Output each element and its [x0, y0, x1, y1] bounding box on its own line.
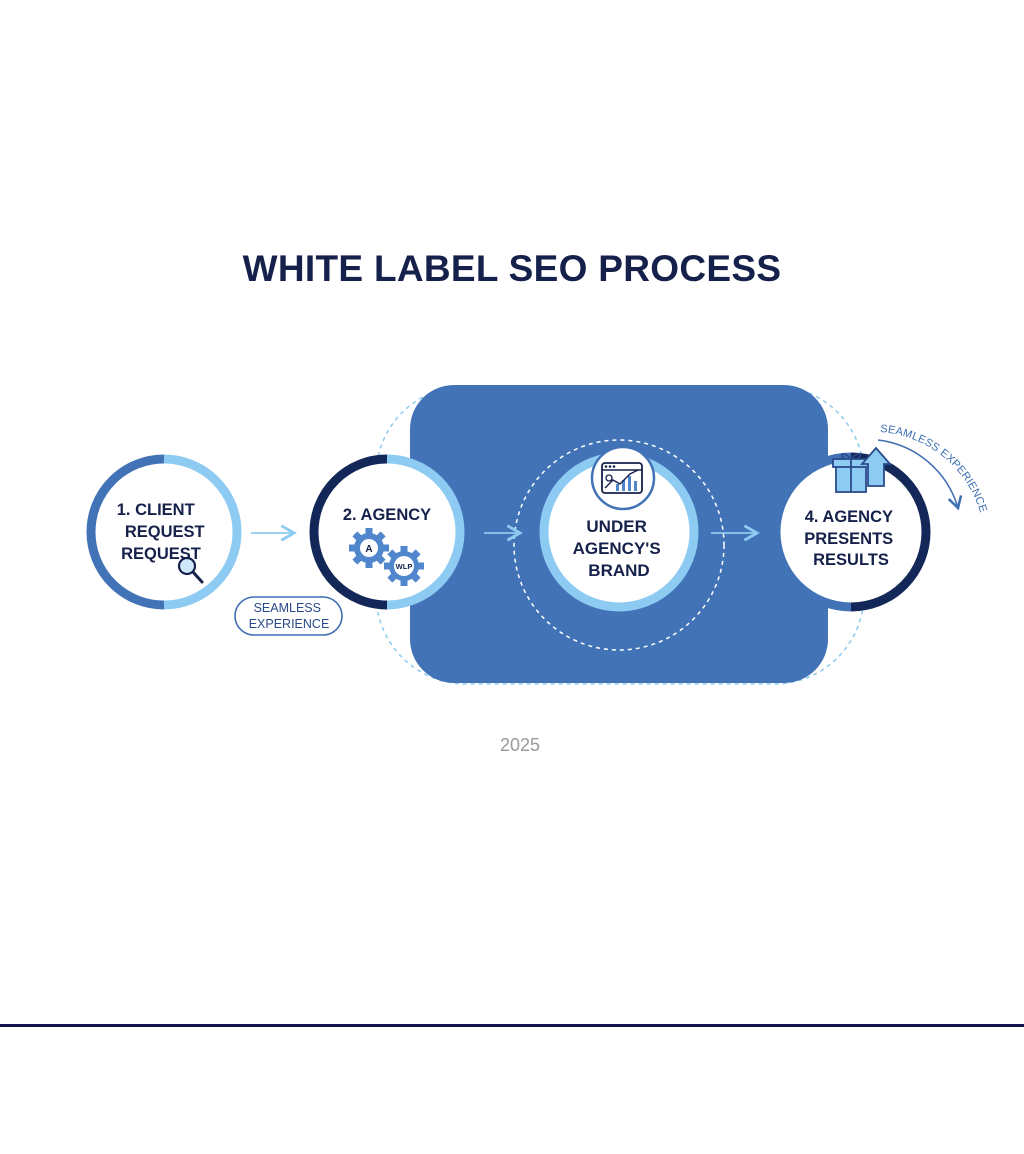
gift-upload-icon: [832, 446, 892, 493]
step-4-line-1: 4. AGENCY: [805, 508, 893, 526]
bottom-rule: [0, 1024, 1024, 1027]
step-4-line-3: RESULTS: [813, 551, 889, 569]
page-title: WHITE LABEL SEO PROCESS: [242, 248, 782, 289]
analytics-browser-icon: [590, 445, 656, 511]
badge-line-2: EXPERIENCE: [249, 617, 330, 631]
step-3-line-3: BRAND: [588, 561, 649, 580]
svg-text:1. CLIENT REQUEST: 1. CLIENT REQUEST REQUEST: [117, 501, 209, 563]
svg-text:SEAMLESS EXPERIENCE: SEAMLESS EXPERIENCE: [249, 601, 330, 631]
step-4-agency-presents-results: 4. AGENCY PRESENTS RESULTS: [771, 446, 931, 612]
svg-text:UNDER AGENCY'S BRA: UNDER AGENCY'S BRAND: [573, 517, 666, 580]
step-4-line-2: PRESENTS: [804, 530, 893, 548]
step-2-agency: 2. AGENCY A: [309, 454, 465, 610]
gear-a-label: A: [365, 544, 372, 555]
step-1-line-2: REQUEST: [125, 523, 205, 541]
brand-dashed-ring: [513, 439, 725, 651]
magnifier-icon: [177, 556, 204, 584]
step-3-under-agency-brand: UNDER AGENCY'S BRAND: [539, 445, 699, 612]
step-2-line-1: 2. AGENCY: [343, 506, 431, 524]
badge-line-1: SEAMLESS: [254, 601, 321, 615]
step-1-client-request: 1. CLIENT REQUEST REQUEST: [86, 454, 242, 610]
step-3-line-1: UNDER: [586, 517, 646, 536]
step-1-line-3: REQUEST: [121, 545, 201, 563]
gears-icon: A WLP: [349, 528, 424, 586]
step-1-line-1: 1. CLIENT: [117, 501, 195, 519]
year-label: 2025: [499, 735, 541, 755]
step-3-line-2: AGENCY'S: [573, 539, 661, 558]
svg-text:4. AGENCY PRESENTS: 4. AGENCY PRESENTS RESULTS: [804, 508, 898, 569]
svg-text:2. AGENCY: 2. AGENCY: [343, 506, 431, 524]
seamless-experience-badge: SEAMLESS EXPERIENCE: [234, 596, 343, 636]
gear-wlp-label: WLP: [396, 562, 413, 571]
